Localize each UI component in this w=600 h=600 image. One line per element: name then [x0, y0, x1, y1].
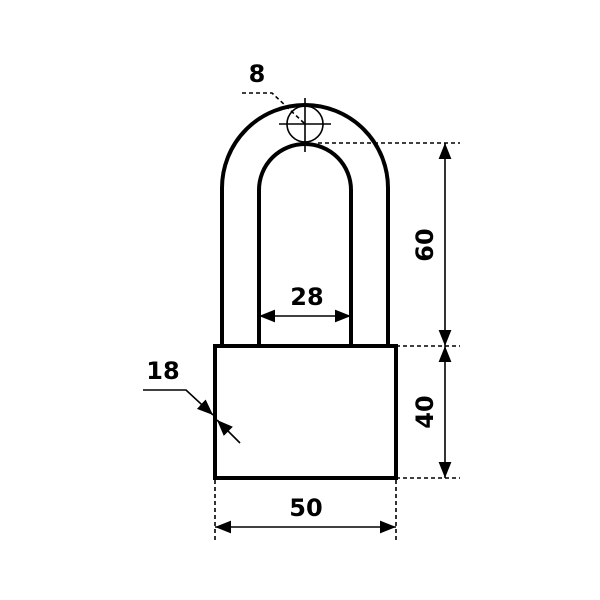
label-shackle-inner-width: 28 — [290, 283, 323, 311]
label-shackle-height: 60 — [411, 228, 439, 261]
shackle-diameter-marker — [242, 92, 331, 152]
dimension-lines — [143, 142, 460, 542]
lock-body — [213, 344, 398, 480]
thickness-18-arrow-out — [216, 419, 241, 444]
label-body-thickness: 18 — [146, 357, 179, 385]
label-body-height: 40 — [411, 395, 439, 428]
label-shackle-diameter: 8 — [249, 60, 266, 88]
thickness-18-arrow-in — [143, 389, 214, 416]
label-body-width: 50 — [289, 494, 322, 522]
